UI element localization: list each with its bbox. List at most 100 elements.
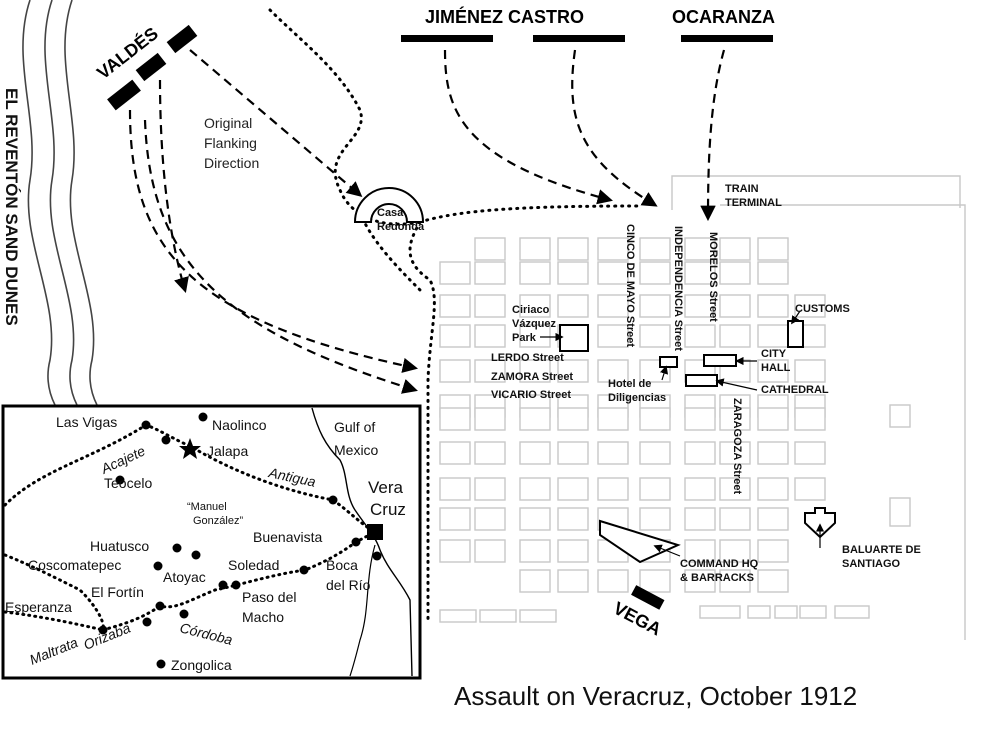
city-block	[519, 324, 551, 348]
city-block	[719, 569, 751, 593]
city-block	[747, 605, 771, 619]
city-block	[439, 539, 471, 563]
city-block	[439, 407, 471, 431]
city-block	[597, 324, 629, 348]
city-block	[519, 609, 557, 623]
inset-coscomatepec: Coscomatepec	[28, 557, 121, 573]
city-block	[719, 294, 751, 318]
inset-town-dot	[98, 625, 108, 635]
city-block	[519, 441, 551, 465]
city-block	[889, 404, 911, 428]
city-block	[757, 324, 789, 348]
inset-buenavista: Buenavista	[253, 529, 322, 545]
city-block	[474, 237, 506, 261]
casa-label-2: Redonda	[377, 221, 425, 233]
inset-vera-2: Cruz	[370, 500, 406, 519]
city-block	[519, 507, 551, 531]
casa-redonda-shape	[353, 187, 425, 223]
city-block	[684, 261, 716, 285]
inset-naolinco: Naolinco	[212, 417, 267, 433]
city-block	[684, 477, 716, 501]
inset-town-dot	[141, 420, 151, 430]
city-block	[684, 569, 716, 593]
city-block	[794, 359, 826, 383]
inset-town-dot	[179, 609, 189, 619]
street-zaragoza: ZARAGOZA Street	[731, 398, 743, 494]
city-block	[519, 261, 551, 285]
city-block	[519, 539, 551, 563]
city-block	[719, 324, 751, 348]
baluarte-label-2: SANTIAGO	[842, 558, 901, 570]
inset-town-dot	[156, 659, 166, 669]
city-block	[557, 569, 589, 593]
flanking-line-1: Original	[204, 115, 252, 131]
hotel-label-2: Diligencias	[608, 392, 666, 404]
inset-gulf-1: Gulf of	[334, 419, 375, 435]
city-block	[684, 507, 716, 531]
city-block	[799, 605, 827, 619]
city-block	[439, 441, 471, 465]
city-block	[639, 441, 671, 465]
inset-jalapa: Jalapa	[207, 443, 248, 459]
city-block	[519, 407, 551, 431]
city-block	[757, 569, 789, 593]
city-block	[639, 477, 671, 501]
inset-town-dot	[299, 565, 309, 575]
city-block	[794, 294, 826, 318]
inset-gulf-2: Mexico	[334, 442, 379, 458]
inset-boca-1: Boca	[326, 557, 358, 573]
city-block	[719, 507, 751, 531]
customs-label: CUSTOMS	[795, 303, 850, 315]
city-block	[639, 294, 671, 318]
city-block	[597, 477, 629, 501]
pointer-arrows	[540, 310, 825, 557]
city-block	[699, 605, 741, 619]
city-block	[439, 359, 471, 383]
city-block	[719, 407, 751, 431]
flanking-line-3: Direction	[204, 155, 259, 171]
inset-town-dot	[155, 601, 165, 611]
city-block	[757, 477, 789, 501]
attack-arrows	[128, 49, 726, 394]
park-label-2: Vázquez	[512, 318, 557, 330]
city-block	[719, 539, 751, 563]
city-block	[794, 441, 826, 465]
inset-esperanza: Esperanza	[5, 599, 72, 615]
inset-teocelo: Teocelo	[104, 475, 152, 491]
city-block	[639, 261, 671, 285]
inset-town-dot	[142, 617, 152, 627]
city-block	[597, 359, 629, 383]
city-block	[684, 441, 716, 465]
street-independencia: INDEPENDENCIA Street	[672, 226, 684, 351]
city-block	[597, 569, 629, 593]
city-block	[719, 477, 751, 501]
city-block	[597, 294, 629, 318]
city-block	[719, 237, 751, 261]
city-block	[474, 477, 506, 501]
city-block	[557, 261, 589, 285]
inset-town-dot	[153, 561, 163, 571]
inset-town-dot	[198, 412, 208, 422]
inset-town-dot	[351, 537, 361, 547]
city-block	[557, 539, 589, 563]
city-block	[474, 294, 506, 318]
city-block	[474, 407, 506, 431]
city-block	[639, 507, 671, 531]
inset-soledad: Soledad	[228, 557, 279, 573]
inset-town-dot	[328, 495, 338, 505]
inset-boca-2: del Río	[326, 577, 371, 593]
park-label-3: Park	[512, 332, 537, 344]
city-block	[757, 294, 789, 318]
inset-map: Gulf of Mexico Vera Cruz Las Vigas Naoli…	[1, 404, 422, 680]
inset-el-fortin: El Fortín	[91, 584, 144, 600]
city-block	[757, 441, 789, 465]
cathedral-label: CATHEDRAL	[761, 384, 829, 396]
inset-zongolica: Zongolica	[171, 657, 232, 673]
city-block	[757, 407, 789, 431]
city-block	[479, 609, 517, 623]
city-block	[719, 261, 751, 285]
city-block	[757, 261, 789, 285]
casa-label-1: Casa	[377, 207, 404, 219]
